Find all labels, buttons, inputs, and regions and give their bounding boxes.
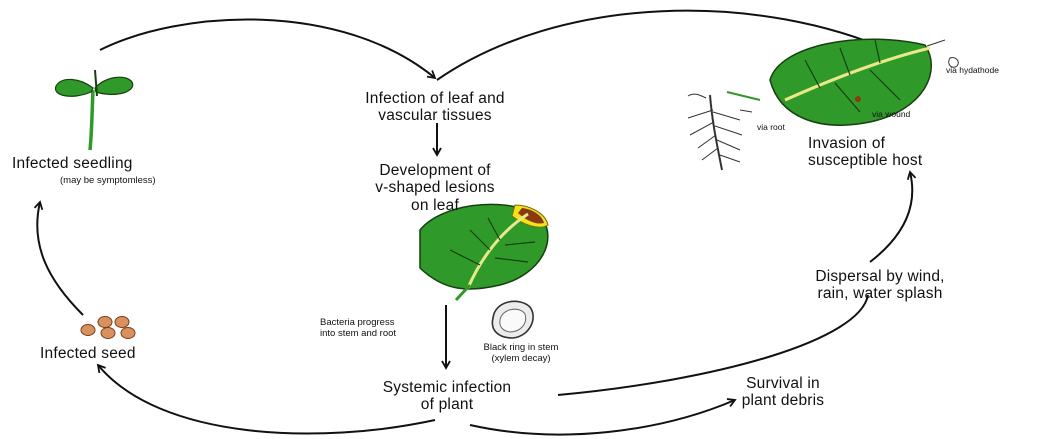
label-invasion-line-2: susceptible host bbox=[808, 152, 922, 169]
label-may-be-symptomless: (may be symptomless) bbox=[60, 176, 156, 187]
seedling-illustration bbox=[55, 70, 132, 150]
label-infection-line-1: Infection of leaf and bbox=[330, 90, 540, 107]
label-infection-line-2: vascular tissues bbox=[330, 107, 540, 124]
label-development-lesions: Development of v-shaped lesions on leaf bbox=[325, 162, 545, 214]
label-systemic-infection: Systemic infection of plant bbox=[352, 379, 542, 414]
label-dispersal: Dispersal by wind, rain, water splash bbox=[780, 268, 980, 303]
seeds-illustration bbox=[81, 317, 135, 339]
label-development-line-1: Development of bbox=[325, 162, 545, 179]
label-dispersal-line-2: rain, water splash bbox=[780, 285, 980, 302]
label-black-ring-line-2: (xylem decay) bbox=[466, 354, 576, 365]
arrow-seedling-to-leaf-infection bbox=[100, 19, 435, 78]
stem-cross-section-illustration bbox=[492, 301, 533, 338]
arrow-seed-to-seedling bbox=[37, 202, 83, 315]
label-infected-seed: Infected seed bbox=[40, 345, 136, 362]
label-development-line-2: v-shaped lesions bbox=[325, 179, 545, 196]
label-black-ring: Black ring in stem (xylem decay) bbox=[466, 343, 576, 364]
label-via-hydathode: via hydathode bbox=[946, 66, 999, 76]
label-survival-in-debris: Survival in plant debris bbox=[718, 375, 848, 410]
lesioned-leaf-illustration bbox=[420, 204, 548, 300]
root-illustration bbox=[688, 94, 752, 170]
host-leaf-illustration bbox=[727, 39, 958, 125]
arrow-dispersal-to-invasion bbox=[870, 172, 912, 262]
label-infected-seedling: Infected seedling bbox=[12, 155, 133, 172]
label-invasion-of-host: Invasion of susceptible host bbox=[808, 135, 922, 170]
label-invasion-line-1: Invasion of bbox=[808, 135, 922, 152]
label-bacteria-line-2: into stem and root bbox=[320, 329, 396, 340]
label-systemic-line-1: Systemic infection bbox=[352, 379, 542, 396]
label-development-line-3: on leaf bbox=[325, 197, 545, 214]
label-via-wound: via wound bbox=[872, 110, 910, 120]
label-dispersal-line-1: Dispersal by wind, bbox=[780, 268, 980, 285]
label-survival-line-2: plant debris bbox=[718, 392, 848, 409]
label-bacteria-progress: Bacteria progress into stem and root bbox=[320, 318, 396, 339]
label-systemic-line-2: of plant bbox=[352, 396, 542, 413]
label-via-root: via root bbox=[757, 123, 785, 133]
label-survival-line-1: Survival in bbox=[718, 375, 848, 392]
label-infection-of-leaf: Infection of leaf and vascular tissues bbox=[330, 90, 540, 125]
